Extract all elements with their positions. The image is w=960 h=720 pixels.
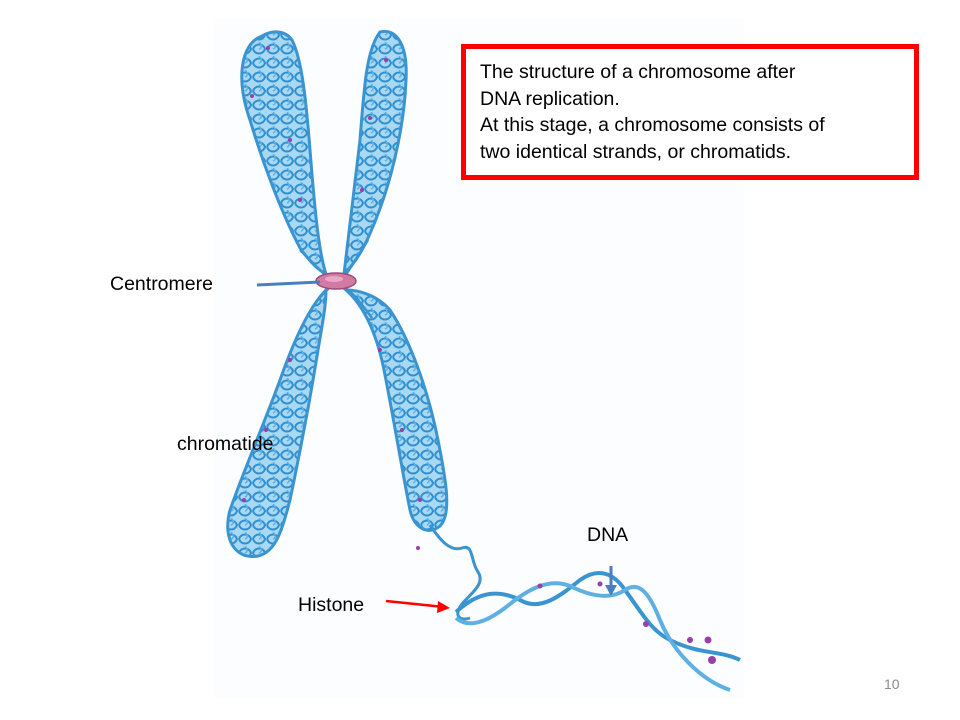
dna-helix-strand-b bbox=[454, 581, 731, 692]
centromere-label: Centromere bbox=[110, 273, 213, 295]
histone-dots bbox=[242, 46, 716, 664]
caption-line-4: two identical strands, or chromatids. bbox=[480, 140, 792, 163]
caption-line-3: At this stage, a chromosome consists of bbox=[480, 114, 825, 136]
histone-label: Histone bbox=[298, 594, 365, 616]
chromatide-label: chromatide bbox=[177, 433, 274, 455]
histone-leader-arrow bbox=[385, 599, 445, 609]
caption-box: The structure of a chromosome after DNA … bbox=[461, 44, 919, 180]
page-number: 10 bbox=[884, 676, 900, 692]
lower-left-arm bbox=[226, 286, 328, 558]
histone-leader-arrowhead bbox=[437, 601, 450, 613]
dna-label: DNA bbox=[587, 524, 629, 546]
centromere-strands bbox=[299, 239, 374, 319]
caption-line-1: The structure of a chromosome after bbox=[480, 61, 796, 83]
lower-right-arm bbox=[342, 288, 449, 532]
caption-line-2: DNA replication. bbox=[480, 87, 620, 110]
centromere-leader-line bbox=[256, 280, 321, 287]
dna-helix-strand-a bbox=[454, 571, 741, 662]
caption-text: The structure of a chromosome after DNA … bbox=[480, 59, 910, 165]
dna-leader-arrowhead bbox=[605, 585, 617, 596]
